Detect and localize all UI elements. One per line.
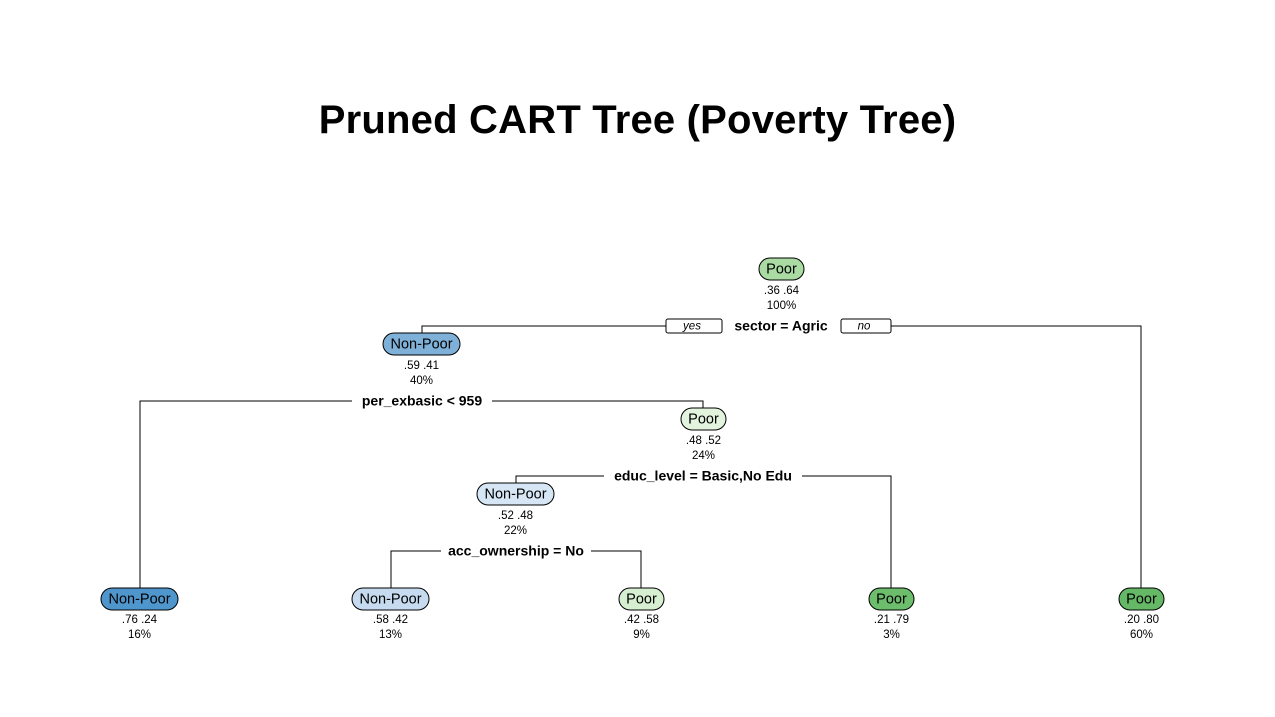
- yes-branch-label: yes: [665, 318, 723, 334]
- node-percentage: 40%: [410, 375, 433, 387]
- tree-leaf-5: Poor .20 .80 60%: [1118, 587, 1165, 641]
- edge-n3-left: [515, 475, 604, 485]
- edge-n2-left: [139, 400, 352, 590]
- node-shape: [1118, 587, 1165, 611]
- node-percentage: 22%: [504, 525, 527, 537]
- node-shape: [351, 587, 430, 611]
- edge-n2-right: [492, 400, 704, 410]
- node-percentage: 60%: [1130, 629, 1153, 641]
- node-shape: [476, 482, 555, 506]
- node-class-label: Non-Poor: [484, 487, 546, 503]
- node-percentage: 100%: [767, 300, 796, 312]
- node-shape: [382, 332, 461, 356]
- tree-leaf-1: Non-Poor .76 .24 16%: [100, 587, 179, 641]
- tree-node-n2: Non-Poor .59 .41 40%: [382, 332, 461, 387]
- edge-root-left: [421, 325, 666, 336]
- tree-leaf-2: Non-Poor .58 .42 13%: [351, 587, 430, 641]
- tree-leaf-4: Poor .21 .79 3%: [868, 587, 915, 641]
- split-acc-ownership: acc_ownership = No: [448, 543, 584, 559]
- no-text: no: [858, 321, 871, 333]
- node-probabilities: .58 .42: [373, 614, 408, 626]
- edge-n4-left: [390, 550, 441, 590]
- node-percentage: 9%: [633, 629, 650, 641]
- tree-node-n4: Non-Poor .52 .48 22%: [476, 482, 555, 537]
- node-probabilities: .59 .41: [404, 360, 439, 372]
- node-class-label: Poor: [688, 412, 719, 428]
- edge-n4-right: [591, 550, 642, 590]
- tree-edges: [139, 325, 1142, 590]
- node-percentage: 13%: [379, 629, 402, 641]
- node-shape: [680, 407, 727, 431]
- node-probabilities: .52 .48: [498, 510, 533, 522]
- node-probabilities: .42 .58: [624, 614, 659, 626]
- node-probabilities: .21 .79: [874, 614, 909, 626]
- split-per-exbasic: per_exbasic < 959: [362, 393, 482, 409]
- split-sector: sector = Agric: [734, 318, 827, 334]
- node-percentage: 24%: [692, 450, 715, 462]
- yes-text: yes: [682, 321, 701, 333]
- node-probabilities: .20 .80: [1124, 614, 1159, 626]
- no-branch-label: no: [840, 318, 892, 334]
- node-class-label: Poor: [626, 592, 657, 608]
- node-class-label: Poor: [1126, 592, 1157, 608]
- node-percentage: 16%: [128, 629, 151, 641]
- split-educ-level: educ_level = Basic,No Edu: [614, 468, 792, 484]
- node-shape: [868, 587, 915, 611]
- tree-node-root: Poor .36 .64 100%: [758, 257, 805, 312]
- edge-n3-right: [802, 475, 892, 590]
- node-class-label: Non-Poor: [359, 592, 421, 608]
- node-class-label: Non-Poor: [108, 592, 170, 608]
- node-shape: [100, 587, 179, 611]
- node-shape: [618, 587, 665, 611]
- node-probabilities: .76 .24: [122, 614, 158, 626]
- tree-leaf-3: Poor .42 .58 9%: [618, 587, 665, 641]
- node-class-label: Poor: [766, 262, 797, 278]
- node-probabilities: .48 .52: [686, 435, 721, 447]
- edge-root-right: [891, 325, 1142, 590]
- page-title: Pruned CART Tree (Poverty Tree): [318, 98, 957, 142]
- node-class-label: Poor: [876, 592, 907, 608]
- node-shape: [758, 257, 805, 281]
- node-probabilities: .36 .64: [764, 285, 800, 297]
- node-class-label: Non-Poor: [390, 337, 452, 353]
- tree-node-n3: Poor .48 .52 24%: [680, 407, 727, 462]
- node-percentage: 3%: [883, 629, 900, 641]
